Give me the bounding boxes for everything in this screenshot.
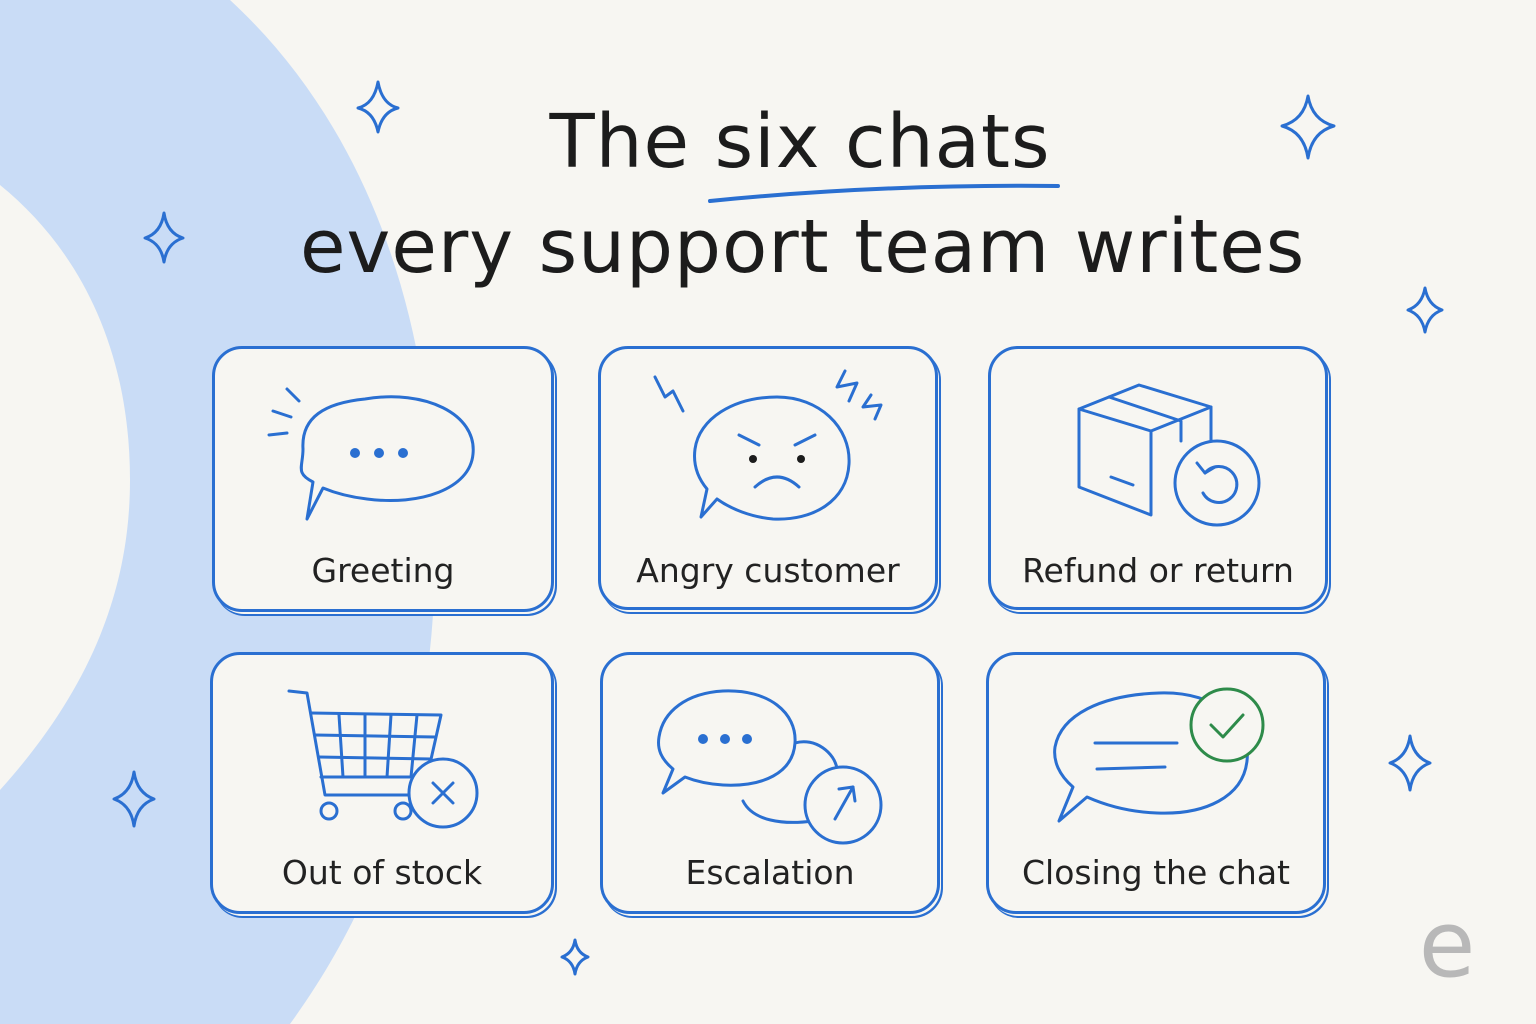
card-label: Greeting bbox=[311, 551, 455, 590]
angry-face-bubble-icon bbox=[653, 369, 883, 521]
sparkle-icon bbox=[143, 211, 185, 264]
title-plain: The bbox=[549, 99, 715, 185]
card-refund-or-return: Refund or return bbox=[988, 346, 1328, 610]
card-label: Out of stock bbox=[281, 853, 483, 892]
sparkle-icon bbox=[1280, 94, 1336, 160]
card-closing-the-chat: Closing the chat bbox=[986, 652, 1326, 914]
card-greeting: Greeting bbox=[212, 346, 554, 612]
title-line-1: The six chats bbox=[300, 105, 1300, 179]
escalate-bubble-icon bbox=[657, 689, 883, 845]
card-escalation: Escalation bbox=[600, 652, 940, 914]
sparkle-icon bbox=[356, 80, 400, 134]
speech-bubble-dots-icon bbox=[267, 387, 475, 521]
card-angry-customer: Angry customer bbox=[598, 346, 938, 610]
brand-logo: e bbox=[1418, 891, 1476, 998]
sparkle-icon bbox=[112, 770, 156, 828]
card-label: Closing the chat bbox=[1022, 853, 1290, 892]
card-label: Escalation bbox=[685, 853, 855, 892]
sparkle-icon bbox=[1406, 286, 1444, 334]
title-line-2: every support team writes bbox=[300, 204, 1306, 290]
sparkle-icon bbox=[560, 938, 590, 976]
box-return-icon bbox=[1077, 383, 1261, 527]
card-out-of-stock: Out of stock bbox=[210, 652, 554, 914]
bubble-check-icon bbox=[1053, 687, 1265, 823]
cart-x-icon bbox=[287, 689, 479, 829]
sparkle-icon bbox=[1388, 734, 1432, 792]
card-label: Angry customer bbox=[636, 551, 900, 590]
card-label: Refund or return bbox=[1022, 551, 1294, 590]
title-highlight: six chats bbox=[714, 99, 1051, 185]
